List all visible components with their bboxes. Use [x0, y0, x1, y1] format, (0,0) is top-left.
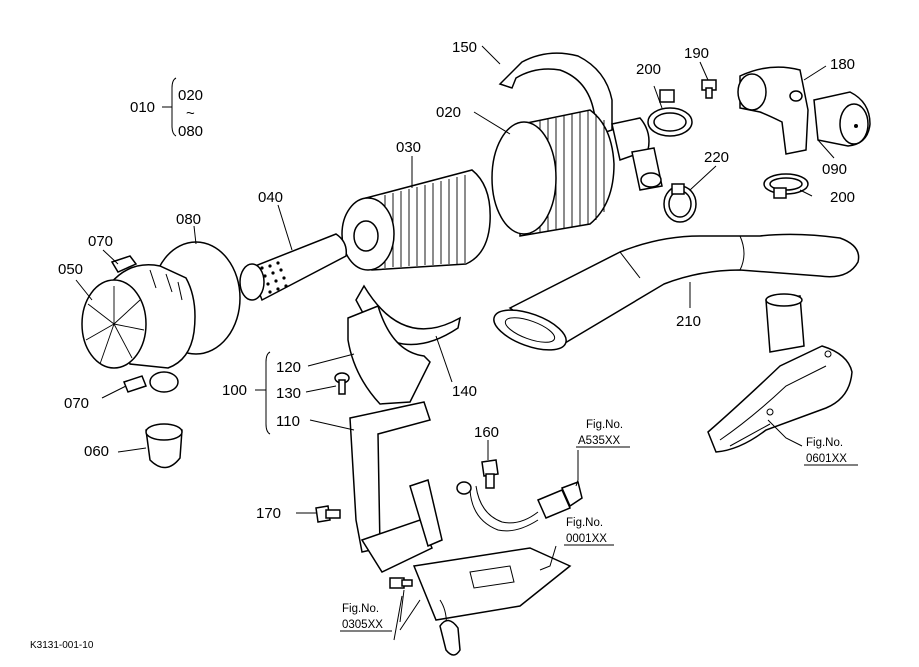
part-090-cap [813, 91, 871, 147]
label-020: 020 [436, 104, 461, 121]
part-070-clip-bottom [123, 375, 147, 393]
label-160: 160 [474, 424, 499, 441]
figure-ref-0601[interactable]: Fig.No. 0601XX [804, 437, 858, 466]
figure-ref-0305-number: 0305XX [342, 619, 383, 631]
label-090: 090 [822, 161, 847, 178]
part-200-clamp-lower [763, 173, 809, 199]
label-110: 110 [276, 413, 300, 430]
part-wire-harness [469, 481, 583, 532]
label-200-right: 200 [830, 189, 855, 206]
part-040-safety-element [239, 233, 348, 302]
part-050-dust-cover [81, 264, 196, 369]
figure-ref-0601-title: Fig.No. [806, 437, 843, 449]
label-100: 100 [222, 382, 247, 399]
part-130-bolt [334, 372, 350, 395]
part-070-clip-top [110, 255, 138, 273]
label-070-top: 070 [88, 233, 113, 250]
label-140: 140 [452, 383, 477, 400]
part-050-outlet [149, 371, 179, 393]
label-020-range-top: 020 [178, 87, 203, 104]
part-220-clamp [663, 183, 697, 223]
figure-ref-0001-title: Fig.No. [566, 517, 603, 529]
figure-ref-0001-number: 0001XX [566, 533, 607, 545]
figure-ref-0305[interactable]: Fig.No. 0305XX [340, 603, 392, 632]
label-130: 130 [276, 385, 301, 402]
label-030: 030 [396, 139, 421, 156]
part-120-bracket [347, 305, 431, 405]
part-200-clamp-upper [647, 89, 693, 137]
label-060: 060 [84, 443, 109, 460]
leader-lines [75, 45, 835, 641]
part-intake-manifold [707, 293, 853, 453]
label-200-top: 200 [636, 61, 661, 78]
label-070-bottom: 070 [64, 395, 89, 412]
label-050: 050 [58, 261, 83, 278]
part-170-bolt [315, 505, 341, 523]
label-040: 040 [258, 189, 283, 206]
part-180-elbow [737, 66, 809, 155]
figure-ref-a535[interactable]: Fig.No. A535XX [576, 419, 630, 448]
label-190: 190 [684, 45, 709, 62]
label-180: 180 [830, 56, 855, 73]
label-220: 220 [704, 149, 729, 166]
part-060-evacuator-valve [145, 423, 183, 469]
label-080: 080 [176, 211, 201, 228]
drawing-code: K3131-001-10 [30, 640, 94, 651]
label-010: 010 [130, 99, 155, 116]
label-080-range-bottom: 080 [178, 123, 203, 140]
figure-ref-a535-number: A535XX [578, 435, 621, 447]
part-030-filter-element [341, 169, 491, 271]
label-120: 120 [276, 359, 301, 376]
figure-ref-0305-title: Fig.No. [342, 603, 379, 615]
part-210-intake-hose [493, 233, 860, 351]
label-210: 210 [676, 313, 701, 330]
part-base-plate [412, 547, 572, 656]
part-190-bolt [701, 79, 717, 99]
label-range-tilde: ~ [186, 105, 195, 122]
figure-ref-0601-number: 0601XX [806, 453, 847, 465]
label-150: 150 [452, 39, 477, 56]
figure-ref-a535-title: Fig.No. [586, 419, 623, 431]
part-160-bolt [456, 459, 499, 495]
part-bolt-lower [389, 577, 413, 589]
label-170: 170 [256, 505, 281, 522]
figure-ref-0001[interactable]: Fig.No. 0001XX [564, 517, 614, 546]
part-110-bracket [349, 401, 443, 573]
part-020-air-cleaner-body [491, 109, 663, 237]
